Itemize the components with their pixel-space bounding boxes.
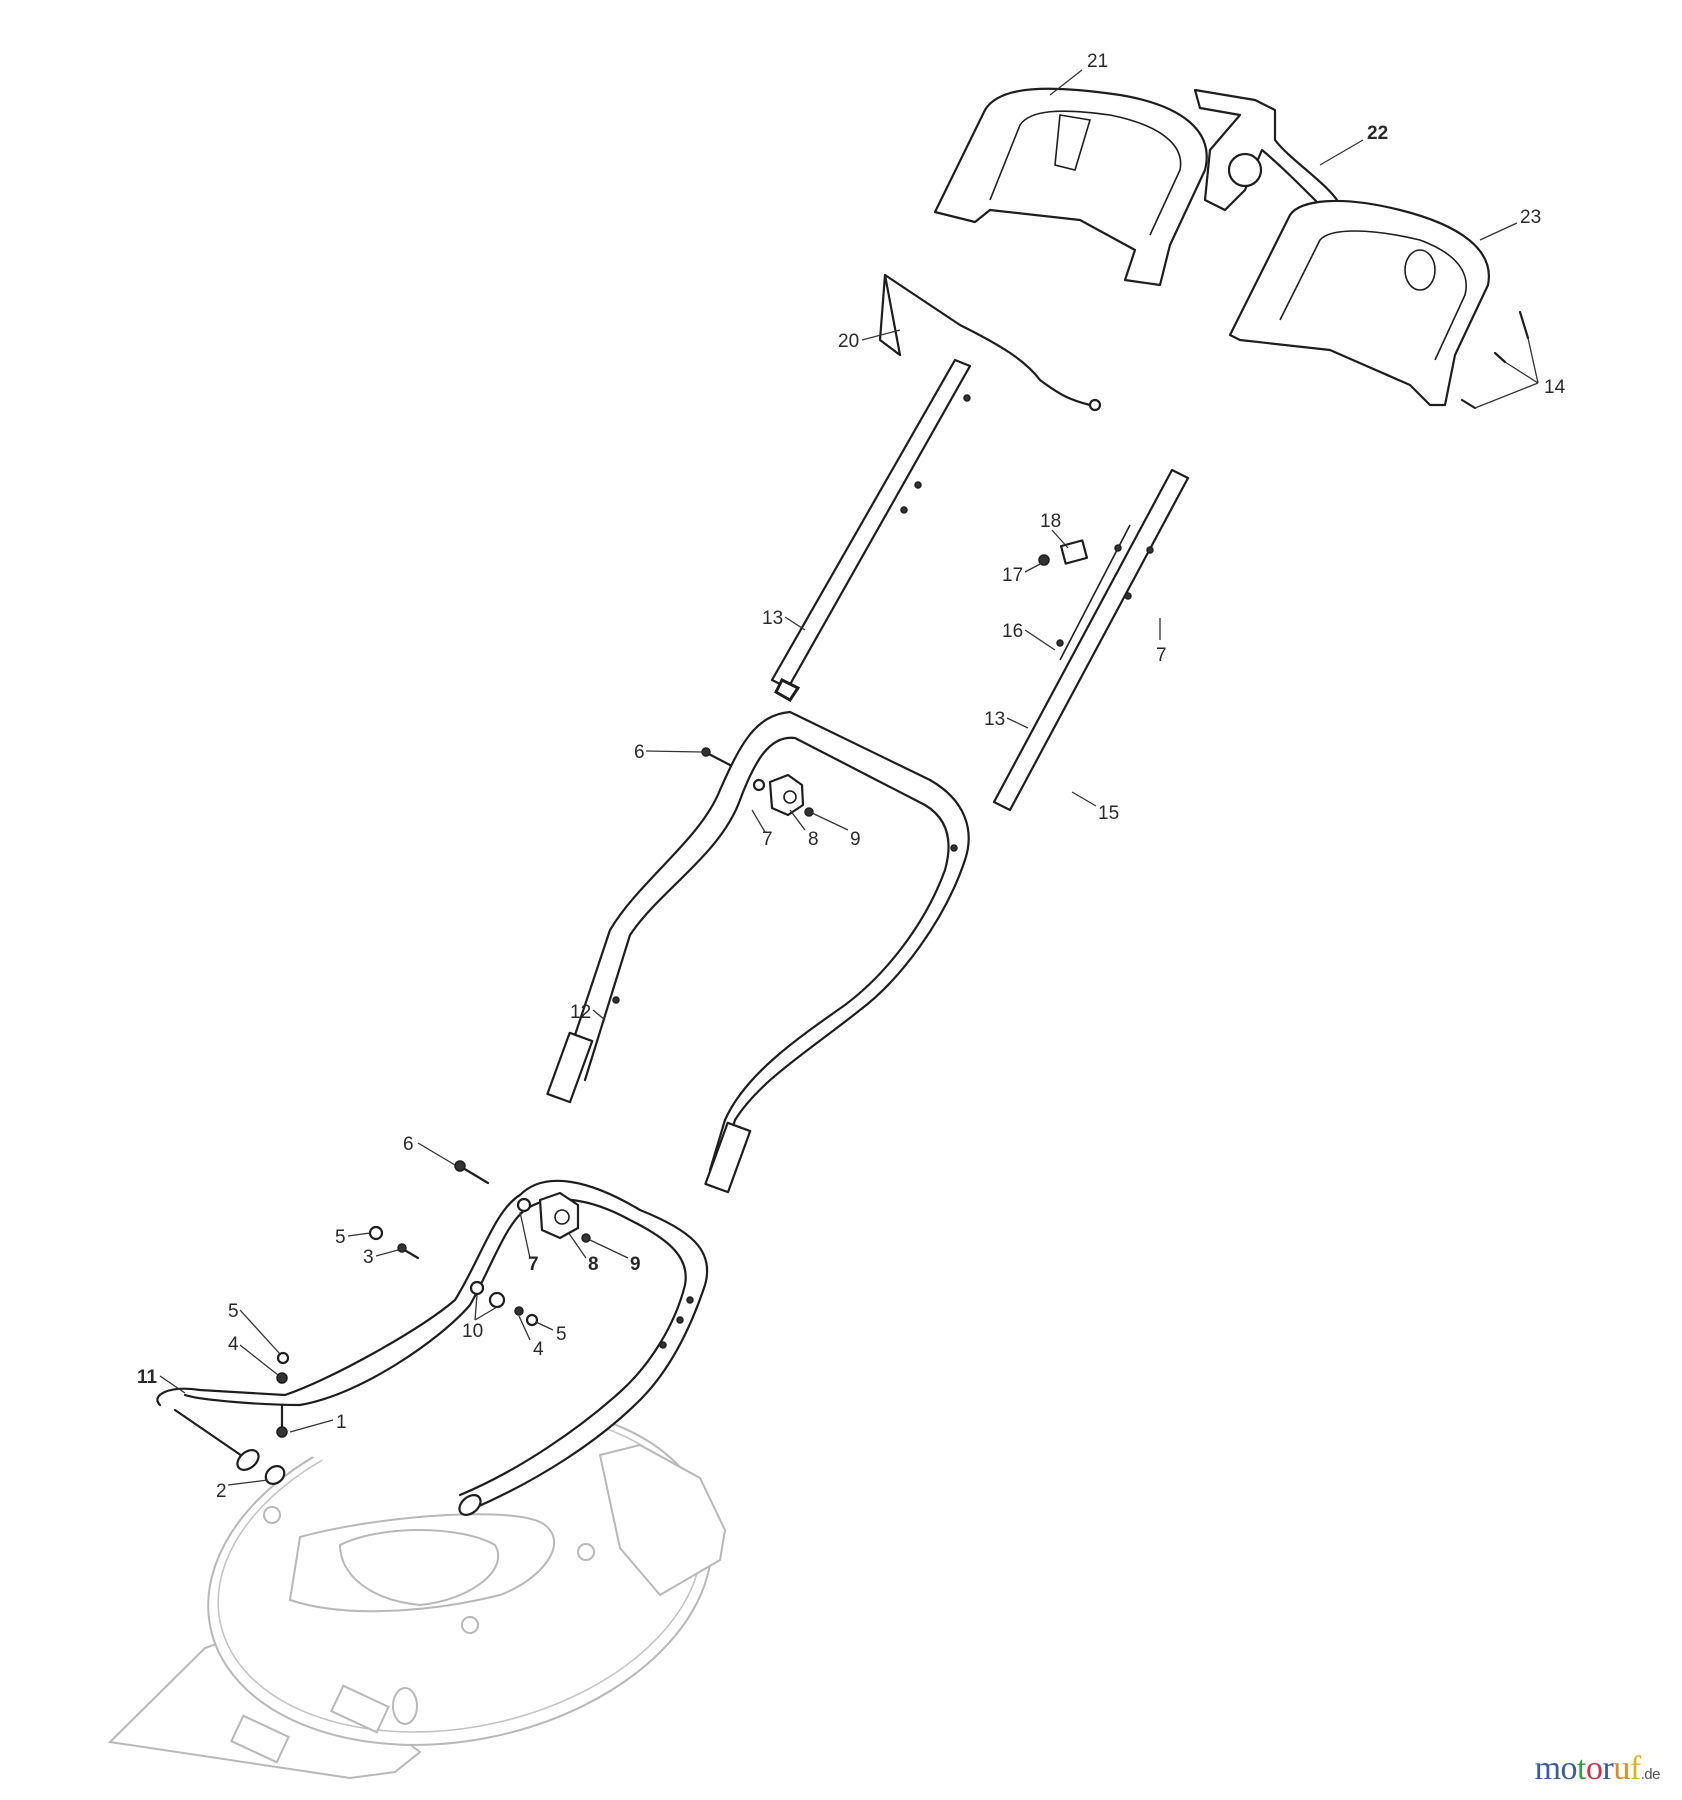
callout-23: 23	[1520, 207, 1542, 228]
callout-4: 4	[533, 1339, 544, 1360]
callout-6: 6	[634, 742, 645, 763]
callout-1: 1	[336, 1412, 347, 1433]
logo-letter: r	[1602, 1750, 1614, 1787]
fasteners-lower	[264, 1160, 591, 1485]
callout-4: 4	[228, 1334, 239, 1355]
upper-tube-13-left	[770, 358, 972, 702]
callout-12: 12	[570, 1002, 592, 1023]
callout-13: 13	[984, 709, 1006, 730]
callout-16: 16	[1002, 621, 1024, 642]
leader-lines	[159, 69, 1539, 1486]
lower-handle-11	[156, 1179, 709, 1516]
callout-10: 10	[462, 1321, 484, 1342]
callout-7: 7	[1156, 645, 1167, 666]
callout-8: 8	[808, 829, 819, 850]
middle-handle-12	[546, 710, 970, 1194]
callout-2: 2	[216, 1481, 227, 1502]
upper-tube-13-right	[992, 468, 1190, 812]
logo-letter: t	[1577, 1750, 1586, 1787]
mower-deck	[107, 1350, 727, 1780]
callout-7: 7	[762, 829, 773, 850]
callout-11: 11	[137, 1367, 158, 1388]
callout-9: 9	[630, 1254, 641, 1275]
logo-letter: o	[1560, 1750, 1578, 1787]
handle-cover-23	[1228, 199, 1490, 407]
callout-7: 7	[528, 1254, 539, 1275]
callout-5: 5	[556, 1324, 567, 1345]
motoruf-logo: motoruf.de	[1534, 1750, 1661, 1787]
callout-5: 5	[228, 1301, 239, 1322]
callout-17: 17	[1002, 565, 1024, 586]
callout-22: 22	[1367, 123, 1389, 144]
screws-14	[1460, 310, 1530, 410]
cable-16	[1038, 524, 1131, 661]
callout-14: 14	[1544, 377, 1566, 398]
throttle-control-22	[1193, 88, 1342, 212]
callout-15: 15	[1098, 803, 1120, 824]
callout-8: 8	[588, 1254, 599, 1275]
fasteners-upper	[701, 747, 814, 817]
callout-13: 13	[762, 608, 784, 629]
callout-18: 18	[1040, 511, 1062, 532]
handle-cover-21	[933, 87, 1208, 287]
logo-domain-suffix: .de	[1640, 1766, 1661, 1783]
logo-letter: f	[1629, 1750, 1641, 1787]
callout-20: 20	[838, 331, 860, 352]
logo-wordmark: motoruf	[1534, 1750, 1642, 1787]
logo-letter: u	[1613, 1750, 1630, 1787]
logo-letter: o	[1585, 1750, 1603, 1787]
logo-letter: m	[1534, 1750, 1561, 1787]
callout-6: 6	[403, 1134, 414, 1155]
callout-5: 5	[335, 1227, 346, 1248]
bail-lever-20	[878, 273, 1102, 412]
callout-3: 3	[363, 1247, 374, 1268]
callout-9: 9	[850, 829, 861, 850]
callout-21: 21	[1087, 51, 1109, 72]
